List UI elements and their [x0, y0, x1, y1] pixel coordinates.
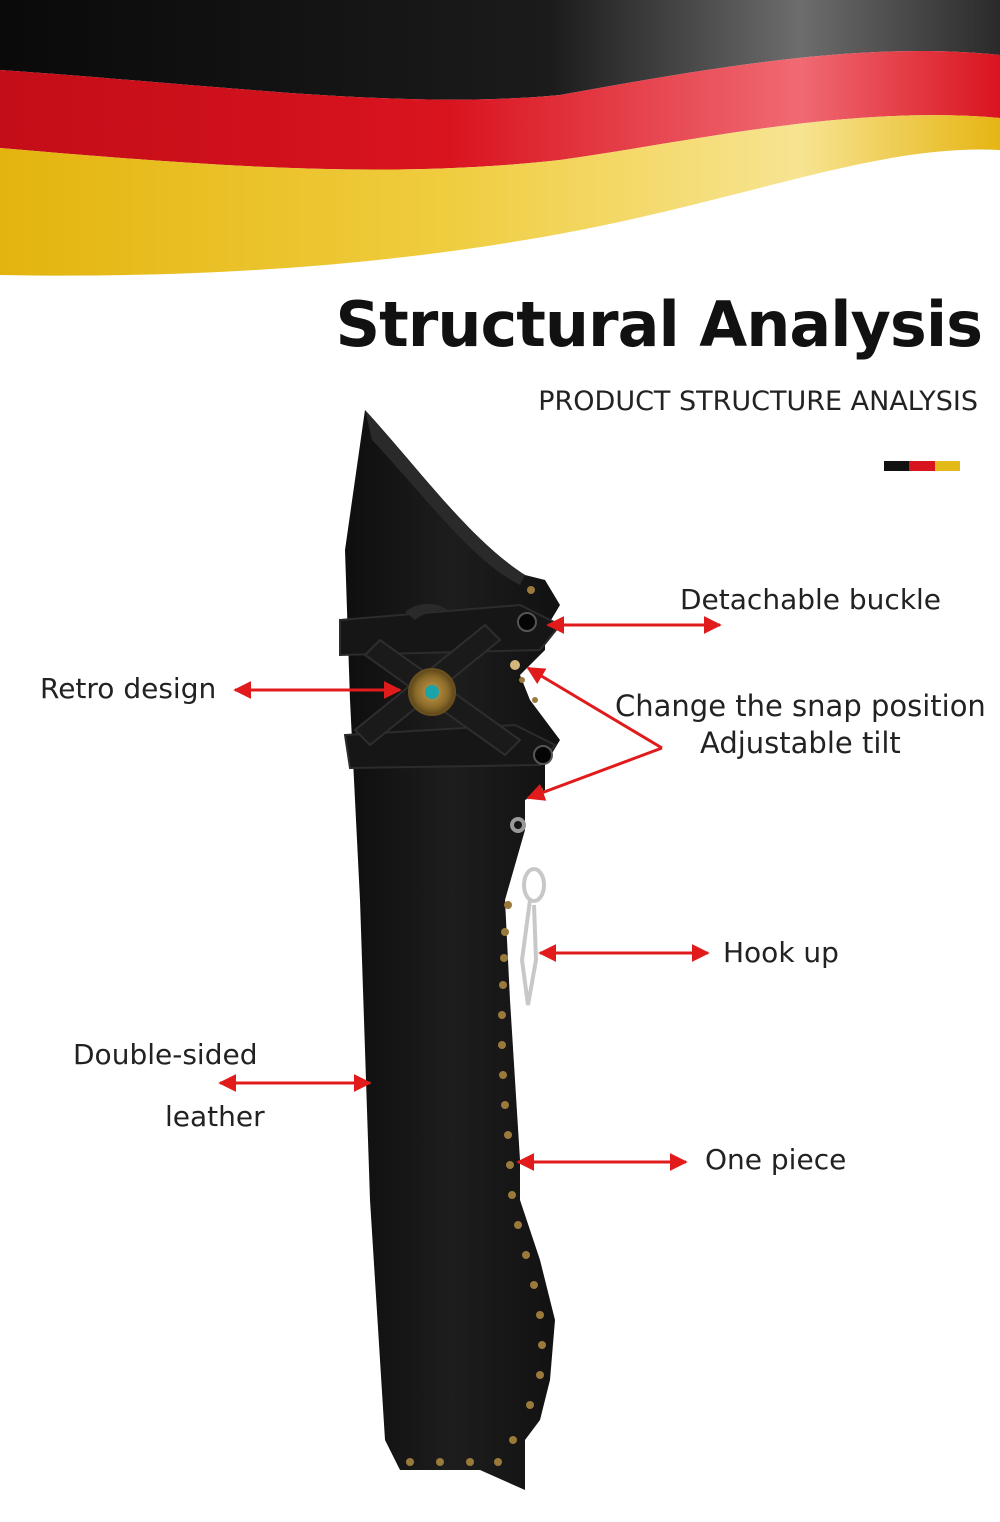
strap-upper	[339, 603, 562, 657]
logo-emboss	[405, 603, 450, 620]
label-retro-design: Retro design	[40, 672, 217, 705]
flag-stripe-gold	[0, 115, 1000, 276]
label-leather: leather	[165, 1100, 265, 1133]
label-one-piece: One piece	[705, 1143, 847, 1176]
label-change-snap-position: Change the snap position	[615, 689, 986, 723]
label-detachable-buckle: Detachable buckle	[680, 583, 942, 616]
page-title: Structural Analysis	[335, 288, 983, 361]
arrow-snap-lower	[526, 746, 663, 801]
quiver-image	[339, 410, 562, 1490]
label-adjustable-tilt: Adjustable tilt	[700, 726, 901, 760]
arrow-snap-upper	[526, 666, 663, 750]
label-hook-up: Hook up	[723, 936, 839, 969]
flag-stripe-black	[0, 0, 1000, 100]
rivet-row	[406, 677, 546, 1466]
page-subtitle: PRODUCT STRUCTURE ANALYSIS	[538, 386, 978, 417]
flag-banner	[0, 0, 1000, 276]
mini-flag-icon	[884, 461, 960, 471]
flag-stripe-red	[0, 50, 1000, 170]
label-double-sided: Double-sided	[73, 1038, 258, 1071]
hook-icon	[510, 817, 546, 1006]
